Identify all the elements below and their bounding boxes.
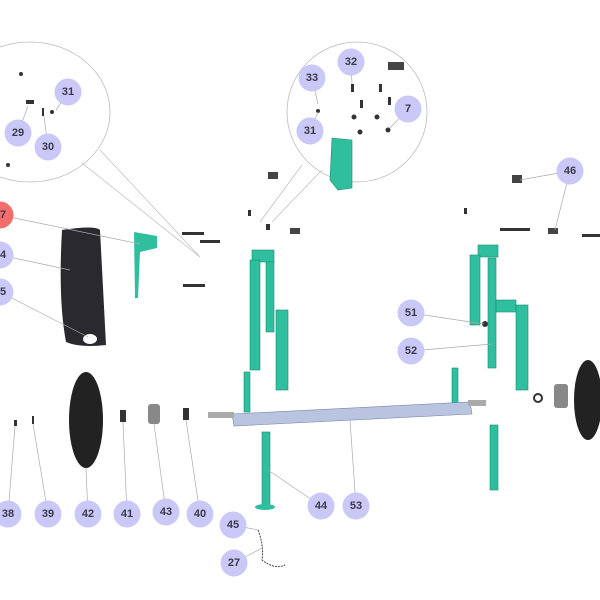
callout-label: 57 <box>0 209 6 221</box>
callout-circle <box>0 201 14 229</box>
callout-label: 27 <box>228 557 240 569</box>
callout-43: 43 <box>152 498 180 526</box>
callout-41: 41 <box>113 500 141 528</box>
callout-label: 31 <box>304 125 316 137</box>
callout-label: 45 <box>227 519 239 531</box>
callout-label: 38 <box>2 508 14 520</box>
callout-circle <box>0 278 14 306</box>
callout-circle <box>34 500 62 528</box>
callout-33: 33 <box>298 64 326 92</box>
callout-group: 31 29 30 33 32 31 7 46 57 54 55 51 52 53 44 38 39 42 41 43 4… <box>0 48 584 577</box>
right-frame <box>451 244 529 491</box>
callout-label: 51 <box>405 307 417 319</box>
callout-45: 45 <box>219 511 247 539</box>
callout-label: 54 <box>0 249 7 261</box>
callout-32: 32 <box>337 48 365 76</box>
callout-52: 52 <box>397 337 425 365</box>
callout-circle <box>74 500 102 528</box>
callout-label: 7 <box>405 103 411 115</box>
callout-31: 31 <box>296 117 324 145</box>
callout-circle <box>298 64 326 92</box>
callout-circle <box>397 337 425 365</box>
callout-label: 44 <box>315 500 328 512</box>
callout-27: 27 <box>220 549 248 577</box>
callout-circle <box>0 241 14 269</box>
callout-30: 30 <box>34 133 62 161</box>
axle-part <box>208 400 486 427</box>
callout-label: 46 <box>564 165 576 177</box>
callout-53: 53 <box>342 492 370 520</box>
fender-part <box>60 227 106 346</box>
callout-31: 31 <box>54 78 82 106</box>
callout-51: 51 <box>397 299 425 327</box>
callout-circle <box>342 492 370 520</box>
callout-label: 39 <box>42 508 54 520</box>
callout-54: 54 <box>0 241 14 269</box>
callout-circle <box>556 157 584 185</box>
callout-7: 7 <box>394 95 422 123</box>
callout-label: 55 <box>0 286 6 298</box>
callout-44: 44 <box>307 492 335 520</box>
callout-42: 42 <box>74 500 102 528</box>
callout-label: 42 <box>82 508 94 520</box>
callout-46: 46 <box>556 157 584 185</box>
callout-55: 55 <box>0 278 14 306</box>
callout-circle <box>296 117 324 145</box>
bracket-part <box>134 232 157 298</box>
callout-label: 40 <box>194 508 206 520</box>
detail-bubble-left <box>0 41 111 183</box>
callout-label: 30 <box>42 141 54 153</box>
callout-label: 41 <box>121 508 133 520</box>
callout-39: 39 <box>34 500 62 528</box>
callout-38: 38 <box>0 500 22 528</box>
callout-label: 31 <box>62 86 74 98</box>
detail-bubble-top <box>286 41 428 183</box>
callout-40: 40 <box>186 500 214 528</box>
callout-label: 33 <box>306 72 318 84</box>
callout-circle <box>219 511 247 539</box>
callout-circle <box>113 500 141 528</box>
callout-circle <box>0 500 22 528</box>
callout-label: 52 <box>405 345 417 357</box>
callout-circle <box>394 95 422 123</box>
callout-57: 57 <box>0 201 14 229</box>
callout-label: 32 <box>345 56 357 68</box>
callout-circle <box>54 78 82 106</box>
callout-circle <box>397 299 425 327</box>
callout-circle <box>186 500 214 528</box>
left-frame <box>243 137 353 508</box>
callout-circle <box>34 133 62 161</box>
callout-circle <box>4 119 32 147</box>
callout-29: 29 <box>4 119 32 147</box>
wheel-part <box>69 372 103 468</box>
fasteners <box>6 62 600 426</box>
callout-label: 43 <box>160 506 172 518</box>
callout-circle <box>307 492 335 520</box>
callout-label: 29 <box>12 127 24 139</box>
callout-circle <box>152 498 180 526</box>
callout-circle <box>337 48 365 76</box>
callout-label: 53 <box>350 500 362 512</box>
callout-circle <box>220 549 248 577</box>
